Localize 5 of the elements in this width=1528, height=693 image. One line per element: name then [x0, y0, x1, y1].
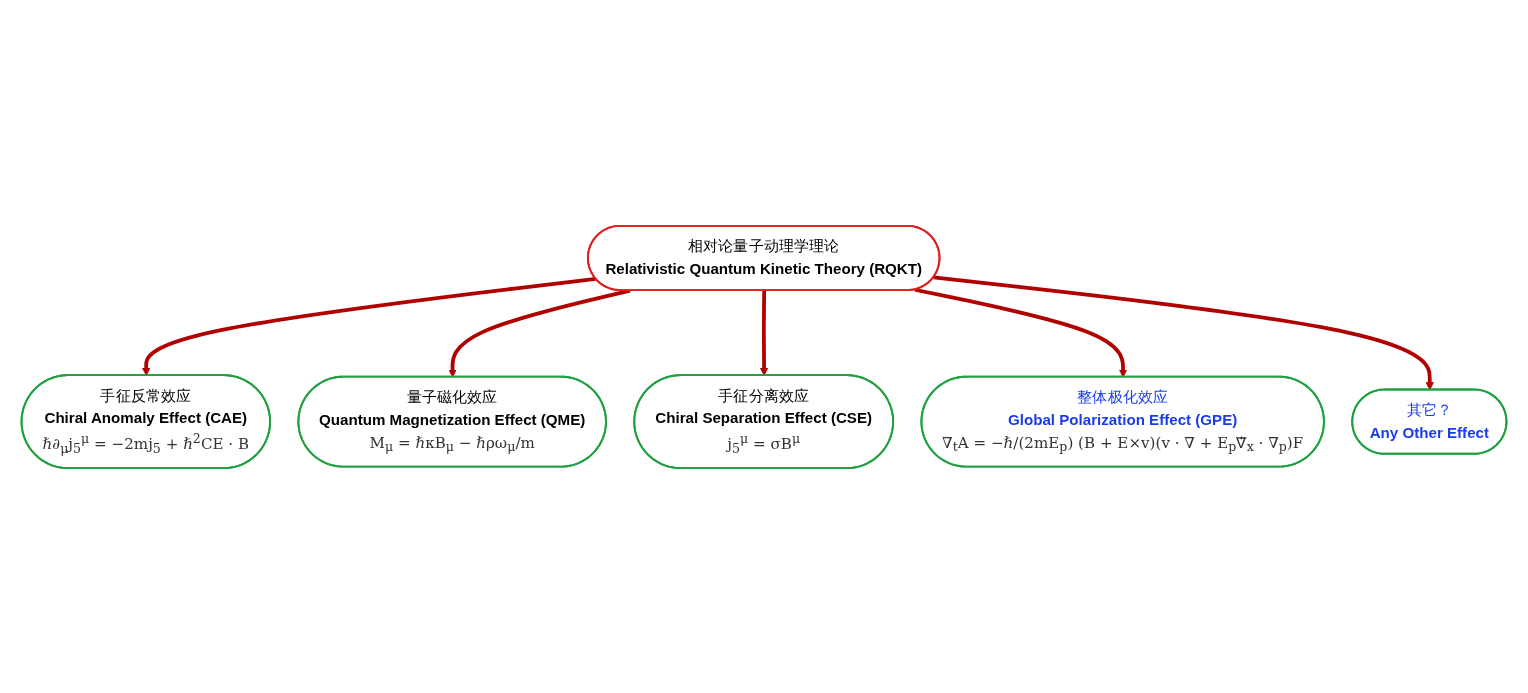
arrow — [448, 288, 631, 378]
arrow — [142, 276, 596, 376]
arrow — [914, 287, 1128, 378]
arrow — [759, 290, 769, 376]
arrow — [933, 275, 1434, 390]
